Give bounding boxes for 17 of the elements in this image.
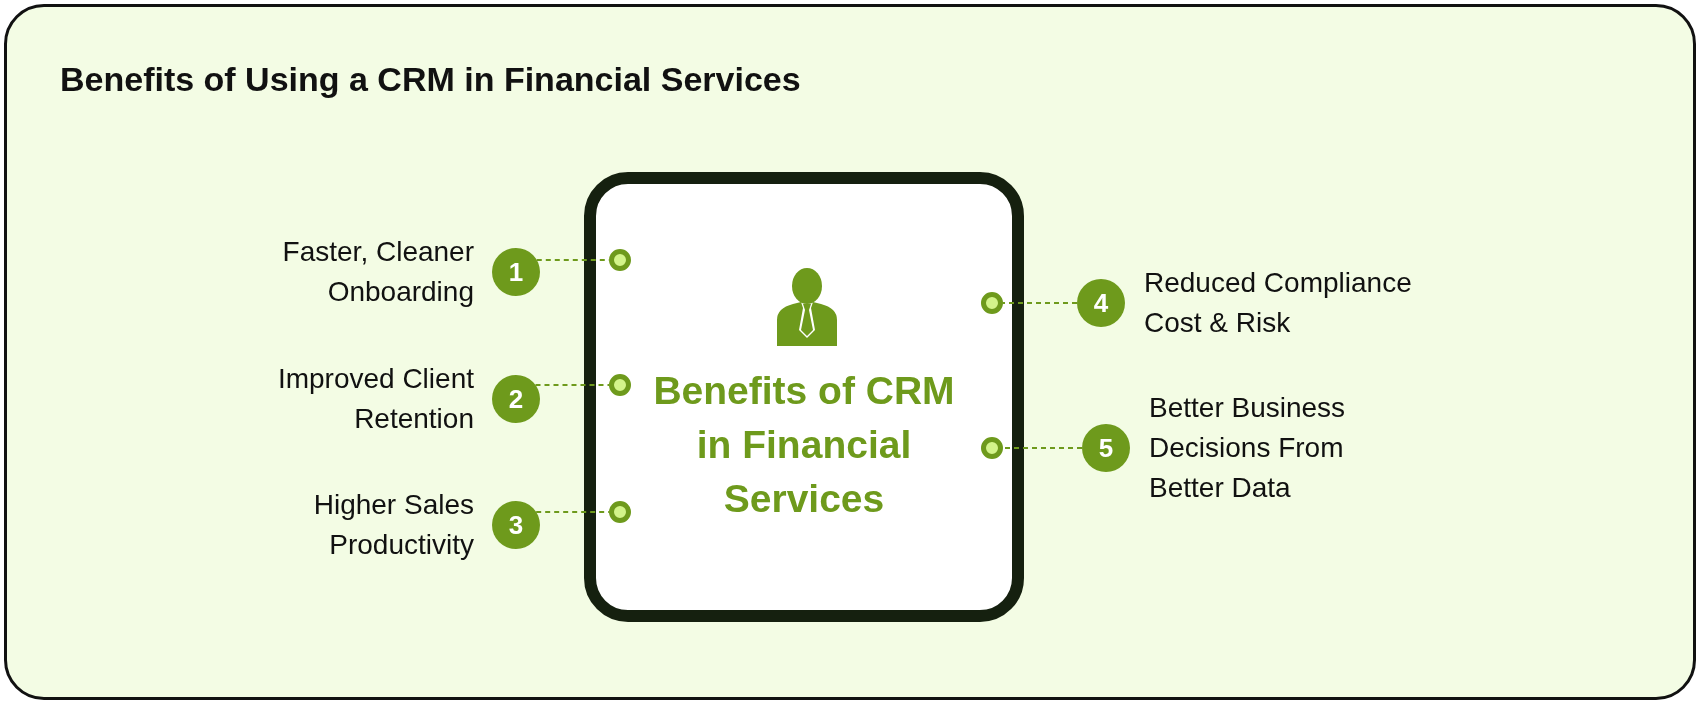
connector-dot	[609, 501, 631, 523]
connector-dot	[609, 249, 631, 271]
center-heading: Benefits of CRM in Financial Services	[652, 368, 956, 522]
title: Benefits of Using a CRM in Financial Services	[60, 60, 801, 99]
connector-line	[535, 511, 610, 513]
benefit-label: Improved Client Retention	[276, 362, 474, 436]
benefit-label: Better Business Decisions From Better Data	[1149, 391, 1347, 505]
connector-line	[534, 384, 610, 386]
benefit-label: Reduced Compliance Cost & Risk	[1144, 266, 1413, 340]
connector-dot	[981, 292, 1003, 314]
connector-line	[1002, 302, 1078, 304]
connector-dot	[981, 437, 1003, 459]
center-panel	[584, 172, 1024, 622]
benefit-label: Faster, Cleaner Onboarding	[281, 235, 474, 309]
connector-line	[1002, 447, 1083, 449]
connector-dot	[609, 374, 631, 396]
benefit-label: Higher Sales Productivity	[312, 488, 474, 562]
